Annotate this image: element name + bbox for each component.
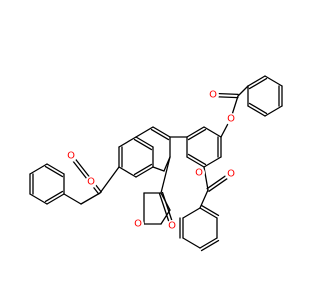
carbonyl-bond-3-0 — [161, 191, 175, 227]
bond-g7-g2-double — [200, 204, 220, 217]
bond-f2-f3 — [237, 85, 249, 97]
bond-a4-b6 — [152, 166, 165, 172]
atom-labels: O O O O O O O O — [65, 89, 237, 232]
bond-a1-a2 — [118, 136, 137, 148]
bond-a4-a5 — [135, 166, 154, 178]
bond-f7-f8-double — [248, 102, 268, 115]
bond-a2-a3-double — [133, 138, 153, 151]
bond-b6-b5 — [163, 156, 171, 172]
bond-a2-a3 — [135, 136, 154, 148]
bond-e1-e2-double — [187, 128, 207, 141]
bond-f4-f5 — [264, 75, 283, 87]
bond-f3-f4-double — [248, 77, 268, 90]
atom-o-ester-left: O — [85, 176, 97, 188]
bond-e1-e2 — [186, 126, 205, 138]
bond-a6-d1 — [99, 166, 120, 194]
bond-d3-d4 — [46, 193, 65, 205]
atom-o-carbonyl-bottom: O — [225, 168, 237, 180]
bond-d4-d5 — [29, 193, 48, 205]
bond-b4-b3-double — [150, 128, 170, 141]
atom-o-ester-bottom-label: O — [195, 168, 203, 179]
bond-e4-e5 — [203, 156, 222, 168]
atom-o-ester-top: O — [225, 113, 237, 125]
atom-o-ester-top-label: O — [227, 114, 235, 125]
bond-a4-a5-double — [133, 163, 153, 176]
bond-d7-d8 — [46, 163, 65, 175]
atom-o-ester-left-label: O — [87, 177, 95, 188]
atom-o-carbonyl-left: O — [65, 150, 77, 162]
bond-d3-d4-double — [44, 190, 64, 203]
bond-g5-g6 — [199, 237, 218, 249]
bond-d1-d2 — [80, 192, 101, 205]
bond-d7-d8-double — [44, 165, 64, 178]
carbonyl-bond-0-1 — [71, 154, 102, 193]
carbonyl-bond-3-1 — [158, 192, 172, 228]
bond-d2-d3 — [63, 193, 82, 205]
atom-o-carbonyl-top-label: O — [209, 90, 217, 101]
atom-o-lactone-carbonyl-label: O — [168, 221, 176, 232]
atom-o-carbonyl-bottom-label: O — [227, 169, 235, 180]
bond-b4-b3 — [152, 126, 171, 138]
bond-e5-e6-double — [187, 153, 207, 166]
bond-a5-a6 — [118, 166, 137, 178]
bond-g7-g2 — [199, 207, 218, 219]
atom-o-carbonyl-top: O — [207, 89, 219, 101]
bond-e5-e6 — [186, 156, 205, 168]
bond-g2-g3 — [182, 207, 201, 219]
bonds — [29, 75, 283, 252]
atom-o-ester-bottom: O — [193, 167, 205, 179]
atom-o-carbonyl-left-label: O — [67, 151, 75, 162]
bond-f7-f8 — [247, 105, 266, 117]
atom-o-ring: O — [132, 218, 144, 230]
bond-g5-g6-double — [200, 239, 220, 252]
atom-o-ring-label: O — [134, 219, 142, 230]
bond-f6-f7 — [264, 105, 283, 117]
structure-diagram: O O O O O O O O — [29, 75, 283, 252]
bond-g4-g5 — [182, 237, 201, 249]
bond-e5-g1 — [203, 166, 209, 191]
bond-f3-f4 — [247, 75, 266, 87]
bond-d6-d7 — [29, 163, 48, 175]
bond-e2-e3 — [203, 126, 222, 138]
carbonyl-bond-0-0 — [69, 156, 100, 195]
atom-o-lactone-carbonyl: O — [166, 220, 178, 232]
bond-a2-b4 — [135, 126, 154, 138]
bond-b5-c2 — [160, 156, 171, 194]
